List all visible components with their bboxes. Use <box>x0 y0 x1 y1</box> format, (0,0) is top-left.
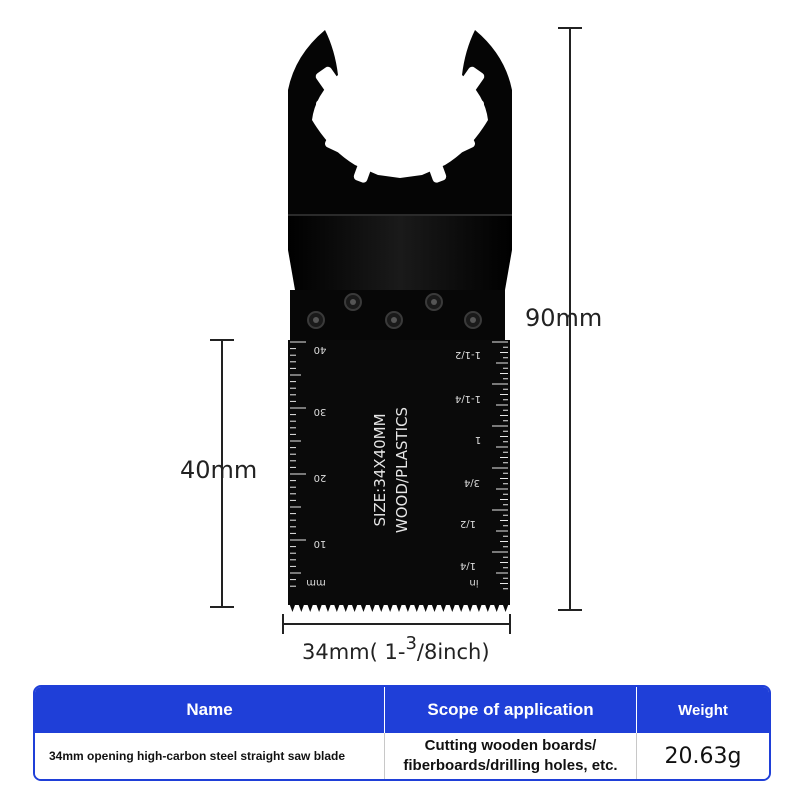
cell-weight: 20.63g <box>664 743 742 769</box>
cell-name: 34mm opening high-carbon steel straight … <box>35 733 385 779</box>
in-label-unit: in <box>469 577 478 588</box>
cut-depth-dimension-label: 40mm <box>180 456 258 484</box>
mm-label-20: 20 <box>314 472 327 483</box>
mm-label-10: 10 <box>314 538 327 549</box>
width-suffix: /8inch) <box>416 640 490 664</box>
mount-slot-icons <box>315 66 485 183</box>
mm-label-40: 40 <box>314 344 327 355</box>
width-fraction-numerator: 3 <box>405 633 417 654</box>
in-label-1-1-2: 1-1/2 <box>455 349 481 360</box>
width-prefix: 34mm( 1- <box>302 640 406 664</box>
dimension-lines <box>210 27 582 634</box>
mm-scale <box>290 341 306 587</box>
mm-label-unit: mm <box>306 577 325 588</box>
header-name: Name <box>35 687 385 733</box>
mm-label-30: 30 <box>314 406 327 417</box>
in-label-1: 1 <box>475 434 481 445</box>
in-label-1-4: 1/4 <box>460 560 476 571</box>
inch-scale <box>492 341 508 590</box>
cell-scope-line1: Cutting wooden boards/ <box>424 737 597 754</box>
spec-table: Name Scope of application Weight 34mm op… <box>33 685 771 781</box>
blade-size-imprint: SIZE:34X40MM <box>371 413 389 526</box>
blade-teeth <box>288 600 510 612</box>
in-label-3-4: 3/4 <box>464 477 480 488</box>
blade-body <box>288 340 510 605</box>
cell-scope: Cutting wooden boards/ fiberboards/drill… <box>385 733 637 779</box>
height-dimension-label: 90mm <box>525 304 603 332</box>
width-dimension-label: 34mm( 1-3/8inch) <box>302 633 490 664</box>
spec-table-header: Name Scope of application Weight <box>35 687 769 733</box>
in-label-1-1-4: 1-1/4 <box>455 393 481 404</box>
in-label-1-2: 1/2 <box>460 518 476 529</box>
spec-table-row: 34mm opening high-carbon steel straight … <box>35 733 769 779</box>
cell-scope-line2: fiberboards/drilling holes, etc. <box>403 757 618 774</box>
blade-mount-head <box>288 30 512 225</box>
blade-material-imprint: WOOD/PLASTICS <box>393 407 411 533</box>
header-scope: Scope of application <box>385 687 637 733</box>
blade-bend <box>288 215 512 290</box>
header-weight: Weight <box>678 701 728 719</box>
